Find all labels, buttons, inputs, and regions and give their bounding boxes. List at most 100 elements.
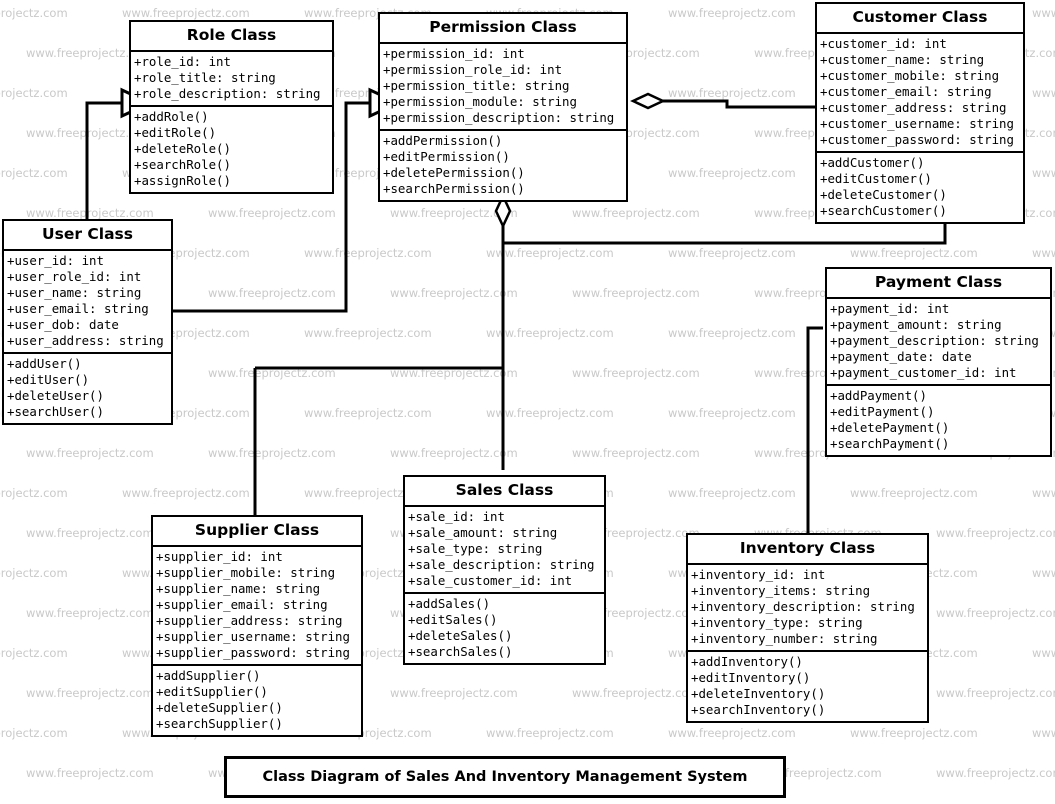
edge-payment-inventory (806, 326, 823, 536)
class-member-row: +addRole() (134, 109, 209, 125)
class-member-row: +addUser() (7, 356, 82, 372)
class-member-row: +supplier_mobile: string (156, 565, 336, 581)
class-member-row: +payment_customer_id: int (830, 365, 1017, 381)
edge-user-role (85, 101, 122, 228)
class-member-row: +deleteUser() (7, 388, 104, 404)
class-member-row: +user_dob: date (7, 317, 119, 333)
class-box-payment[interactable]: Payment Class +payment_id: int+payment_a… (825, 267, 1052, 458)
class-member-row: +addPayment() (830, 388, 927, 404)
class-member-row: +inventory_type: string (691, 615, 863, 631)
class-title-role: Role Class (131, 22, 332, 53)
class-member-row: +deleteRole() (134, 141, 231, 157)
class-member-row: +inventory_number: string (691, 631, 878, 647)
aggregation-diamond-permission-customer (630, 92, 666, 110)
class-attributes-supplier: +supplier_id: int+supplier_mobile: strin… (153, 547, 361, 667)
class-member-row: +inventory_description: string (691, 599, 915, 615)
class-methods-inventory: +addInventory()+editInventory()+deleteIn… (688, 652, 927, 721)
class-methods-permission: +addPermission()+editPermission()+delete… (380, 131, 626, 200)
class-attributes-sales: +sale_id: int+sale_amount: string+sale_t… (405, 507, 604, 595)
class-member-row: +sale_customer_id: int (408, 573, 573, 589)
class-box-role[interactable]: Role Class +role_id: int+role_title: str… (129, 20, 334, 195)
class-member-row: +permission_role_id: int (383, 62, 563, 78)
diagram-title-box: Class Diagram of Sales And Inventory Man… (224, 756, 786, 798)
class-member-row: +editSupplier() (156, 684, 268, 700)
class-member-row: +deleteCustomer() (820, 187, 947, 203)
class-methods-payment: +addPayment()+editPayment()+deletePaymen… (827, 386, 1050, 455)
class-member-row: +supplier_name: string (156, 581, 321, 597)
class-title-inventory: Inventory Class (688, 535, 927, 566)
class-box-sales[interactable]: Sales Class +sale_id: int+sale_amount: s… (403, 475, 606, 666)
class-member-row: +editUser() (7, 372, 90, 388)
class-member-row: +sale_type: string (408, 541, 543, 557)
class-member-row: +deletePermission() (383, 165, 525, 181)
class-member-row: +searchRole() (134, 157, 231, 173)
class-member-row: +permission_title: string (383, 78, 570, 94)
class-member-row: +deletePayment() (830, 420, 950, 436)
class-member-row: +deleteSales() (408, 628, 513, 644)
class-member-row: +searchUser() (7, 404, 104, 420)
class-member-row: +sale_amount: string (408, 525, 558, 541)
class-member-row: +customer_email: string (820, 84, 992, 100)
class-member-row: +user_email: string (7, 301, 149, 317)
class-methods-sales: +addSales()+editSales()+deleteSales()+se… (405, 594, 604, 663)
class-member-row: +editPermission() (383, 149, 510, 165)
class-attributes-permission: +permission_id: int+permission_role_id: … (380, 44, 626, 132)
class-member-row: +editInventory() (691, 670, 811, 686)
class-member-row: +addCustomer() (820, 155, 925, 171)
class-title-customer: Customer Class (817, 4, 1023, 35)
class-member-row: +inventory_items: string (691, 583, 871, 599)
class-member-row: +deleteInventory() (691, 686, 826, 702)
class-box-inventory[interactable]: Inventory Class +inventory_id: int+inven… (686, 533, 929, 724)
class-title-sales: Sales Class (405, 477, 604, 508)
class-member-row: +payment_date: date (830, 349, 972, 365)
class-attributes-user: +user_id: int+user_role_id: int+user_nam… (4, 251, 171, 355)
class-member-row: +searchSupplier() (156, 716, 283, 732)
aggregation-diamond-permission-sales (494, 193, 512, 229)
class-methods-user: +addUser()+editUser()+deleteUser()+searc… (4, 354, 171, 423)
class-member-row: +addSupplier() (156, 668, 261, 684)
class-member-row: +addInventory() (691, 654, 803, 670)
class-member-row: +addSales() (408, 596, 491, 612)
class-box-supplier[interactable]: Supplier Class +supplier_id: int+supplie… (151, 515, 363, 738)
class-member-row: +customer_username: string (820, 116, 1014, 132)
class-member-row: +editPayment() (830, 404, 935, 420)
class-member-row: +customer_password: string (820, 132, 1014, 148)
class-title-user: User Class (4, 221, 171, 252)
class-member-row: +customer_address: string (820, 100, 1007, 116)
class-member-row: +customer_id: int (820, 36, 947, 52)
class-attributes-inventory: +inventory_id: int+inventory_items: stri… (688, 565, 927, 653)
class-member-row: +customer_mobile: string (820, 68, 1000, 84)
class-attributes-role: +role_id: int+role_title: string+role_de… (131, 52, 332, 108)
class-member-row: +role_title: string (134, 70, 276, 86)
class-member-row: +user_name: string (7, 285, 142, 301)
class-member-row: +addPermission() (383, 133, 503, 149)
class-member-row: +supplier_username: string (156, 629, 350, 645)
class-member-row: +permission_description: string (383, 110, 615, 126)
class-member-row: +editSales() (408, 612, 498, 628)
class-box-customer[interactable]: Customer Class +customer_id: int+custome… (815, 2, 1025, 225)
class-member-row: +customer_name: string (820, 52, 985, 68)
class-member-row: +user_role_id: int (7, 269, 142, 285)
class-member-row: +searchPermission() (383, 181, 525, 197)
class-title-permission: Permission Class (380, 14, 626, 45)
class-box-permission[interactable]: Permission Class +permission_id: int+per… (378, 12, 628, 203)
class-member-row: +role_description: string (134, 86, 321, 102)
class-box-user[interactable]: User Class +user_id: int+user_role_id: i… (2, 219, 173, 426)
diagram-title-text: Class Diagram of Sales And Inventory Man… (262, 769, 748, 785)
class-member-row: +payment_id: int (830, 301, 950, 317)
class-methods-customer: +addCustomer()+editCustomer()+deleteCust… (817, 153, 1023, 222)
edge-permission-customer (660, 99, 823, 109)
class-member-row: +deleteSupplier() (156, 700, 283, 716)
class-member-row: +role_id: int (134, 54, 231, 70)
class-member-row: +inventory_id: int (691, 567, 826, 583)
class-member-row: +searchCustomer() (820, 203, 947, 219)
class-member-row: +editCustomer() (820, 171, 932, 187)
class-member-row: +permission_id: int (383, 46, 525, 62)
class-member-row: +sale_id: int (408, 509, 505, 525)
class-member-row: +user_address: string (7, 333, 164, 349)
class-member-row: +supplier_address: string (156, 613, 343, 629)
class-member-row: +sale_description: string (408, 557, 595, 573)
class-member-row: +searchPayment() (830, 436, 950, 452)
class-member-row: +editRole() (134, 125, 217, 141)
class-attributes-payment: +payment_id: int+payment_amount: string+… (827, 299, 1050, 387)
